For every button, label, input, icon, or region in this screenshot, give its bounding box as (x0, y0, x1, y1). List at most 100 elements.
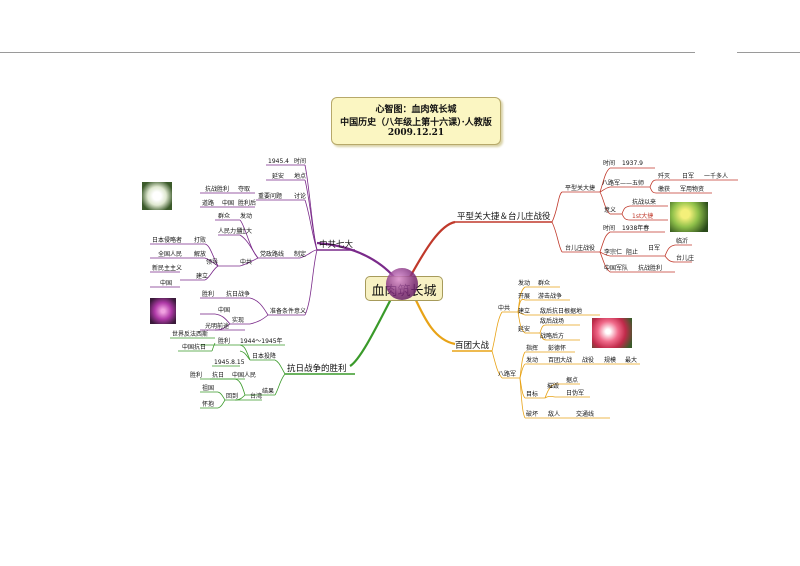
node-label: 开展 (518, 293, 530, 300)
node-label: 结果 (262, 387, 274, 395)
carnation-image (592, 318, 632, 348)
node-label: 日本投降 (252, 352, 276, 360)
node-label: 阻止 (626, 248, 638, 256)
node-label: 中国 (222, 199, 234, 207)
node-label: 道路 (202, 199, 214, 207)
node-label: 地点 (294, 172, 306, 180)
node-label: 世界反法西斯 (172, 330, 208, 338)
node-label: 解放 (194, 250, 206, 258)
node-label: 延安 (518, 325, 530, 333)
node-label: 1937.9 (622, 160, 643, 167)
node-label: 光明前途 (205, 322, 229, 330)
node-label: 一千多人 (704, 172, 728, 180)
node-label: 建立 (518, 307, 530, 315)
node-label: 中国军队 (604, 264, 628, 272)
node-label: 领导 (206, 258, 218, 266)
node-label: 胜利 (218, 337, 230, 345)
node-label: 胜利后 (238, 199, 256, 207)
node-label: 中国人民 (232, 371, 256, 379)
branch-victory: 抗日战争的胜利 (287, 363, 347, 374)
central-orb-icon (386, 268, 418, 300)
node-label: 缴获 (658, 185, 670, 193)
node-label: 中国 (218, 306, 230, 314)
node-label: 发动 (526, 356, 538, 364)
node-label: 人民力量 (218, 227, 242, 235)
node-label: 中国 (160, 279, 172, 287)
node-label: 规模 (604, 356, 616, 364)
branch-baituan: 百团大战 (455, 340, 490, 351)
node-label: 群众 (218, 212, 230, 220)
node-label: 意义 (604, 206, 616, 214)
top-rule (0, 52, 695, 53)
node-label: 讨论 (294, 192, 306, 200)
node-label: 时间 (294, 157, 306, 165)
node-label: 日军 (648, 245, 660, 252)
node-label: 李宗仁 (604, 248, 622, 256)
node-label: 怀抱 (202, 400, 214, 408)
node-label: 全国人民 (158, 250, 182, 258)
node-label: 彭德怀 (548, 344, 566, 352)
node-label: 准备条件 (270, 307, 294, 315)
node-label: 战略后方 (540, 332, 564, 340)
node-label: 敌后抗日根据地 (540, 307, 582, 315)
lotus-image (142, 182, 172, 210)
node-label: 时间 (603, 224, 615, 232)
top-rule-right (737, 52, 800, 53)
node-label: 发动 (518, 279, 530, 287)
node-label: 1938年春 (622, 224, 649, 232)
node-label: 胜利 (202, 290, 214, 298)
node-label: 1945.4 (268, 158, 289, 165)
node-label: 中共 (498, 304, 510, 312)
title-line-3: 2009.12.21 (387, 128, 445, 138)
node-label: 打败 (194, 236, 206, 244)
branch-pingxing: 平型关大捷＆台儿庄战役 (457, 211, 551, 222)
node-label: 歼灭 (658, 172, 670, 180)
leaf-labels: 1945.4 时间 延安 地点 抗战胜利 夺取 重要问题 讨论 道路 中国 胜利… (152, 157, 728, 418)
node-label: 指挥 (526, 344, 538, 352)
node-label: 回到 (226, 393, 238, 400)
node-label: 建立 (196, 272, 208, 280)
node-label: 军用物资 (680, 185, 704, 193)
node-label: 敌后战场 (540, 317, 564, 325)
title-line-2: 中国历史（八年级上第十六课）·人教版 (340, 118, 492, 128)
node-label: 抗战胜利 (205, 185, 229, 193)
node-label: 最大 (625, 356, 637, 364)
node-label: 敌人 (548, 410, 560, 418)
node-label: 抗日 (212, 371, 224, 379)
node-label: 1945.8.15 (214, 359, 245, 366)
node-label: 发动 (240, 212, 252, 220)
node-label: 抗日战争 (226, 290, 250, 298)
node-label: 临沂 (676, 237, 688, 245)
node-label: 壮大 (240, 227, 252, 235)
node-label: 战役 (582, 356, 594, 364)
node-label: 群众 (538, 279, 550, 287)
branch-cpc: 中共七大 (319, 239, 354, 250)
node-label: 台儿庄 (676, 254, 694, 262)
node-label: 摧毁 (547, 382, 559, 390)
node-label: 八路军——五师 (602, 179, 644, 187)
node-label: 1944～1945年 (240, 337, 283, 345)
node-label: 实现 (232, 316, 244, 324)
node-label: 延安 (272, 172, 284, 180)
node-label: 台儿庄战役 (565, 244, 595, 252)
node-label: 时间 (603, 159, 615, 167)
node-label: 日军 (682, 173, 694, 180)
node-label: 日伪军 (566, 389, 584, 397)
node-label: 交通线 (576, 410, 594, 418)
node-label: 台湾 (250, 392, 262, 400)
node-label: 1st大捷 (632, 212, 653, 220)
node-label: 游击战争 (538, 292, 562, 300)
node-label: 破坏 (526, 410, 538, 418)
title-line-1: 心智图：血肉筑长城 (375, 105, 457, 115)
node-label: 祖国 (202, 384, 214, 392)
node-label: 党政路线 (260, 250, 284, 258)
node-label: 意义 (294, 307, 306, 315)
node-label: 目标 (526, 390, 538, 398)
node-label: 制定 (294, 250, 306, 258)
node-label: 百团大战 (548, 356, 572, 364)
node-label: 重要问题 (258, 192, 282, 200)
node-label: 据点 (566, 376, 578, 384)
yellow-flower-image (670, 202, 708, 232)
